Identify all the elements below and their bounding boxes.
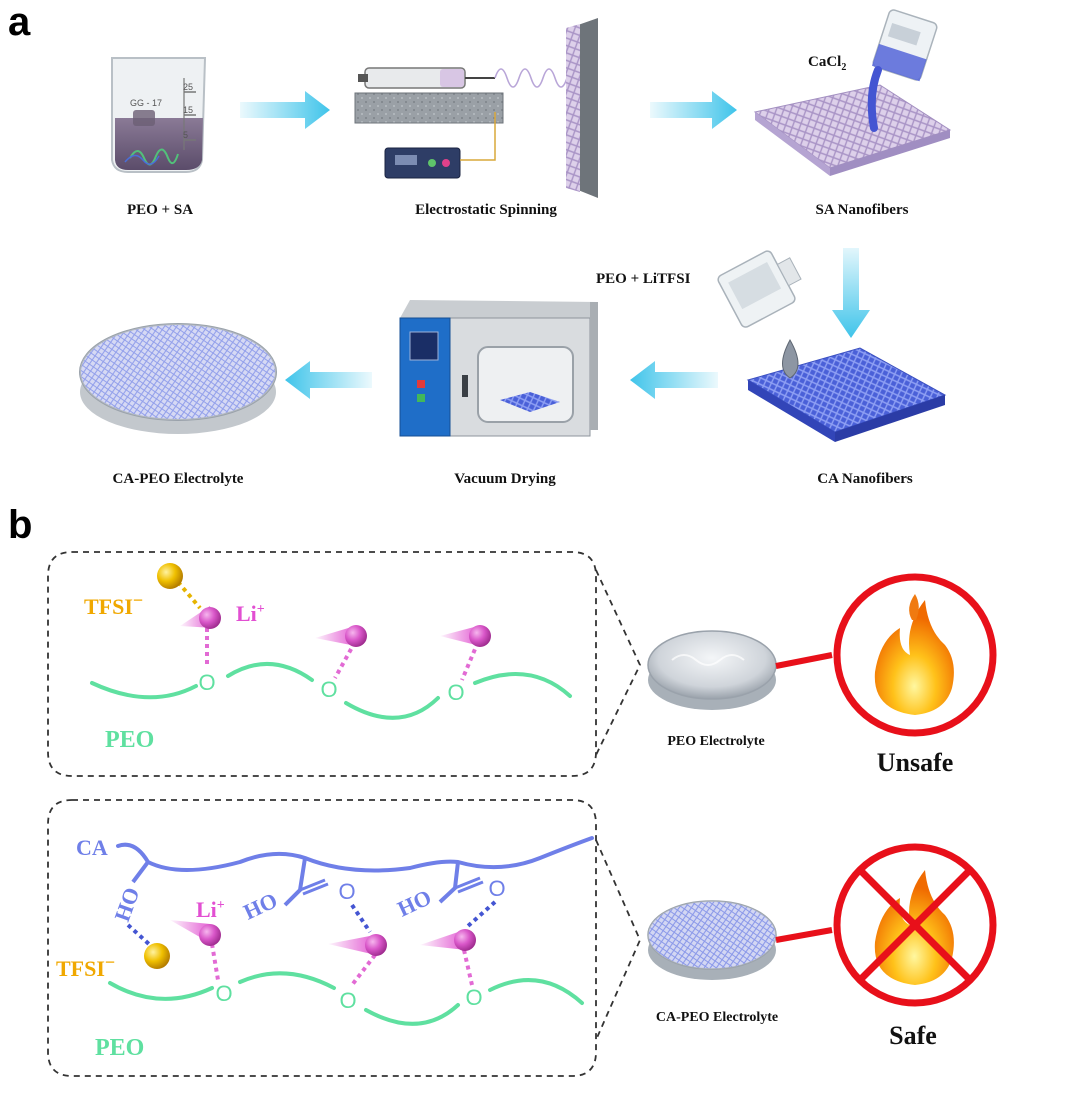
oxygen-atom: O [465, 985, 482, 1010]
label-peo-electrolyte: PEO Electrolyte [667, 734, 764, 749]
top-callout-frame [47, 551, 597, 777]
hydroxyl-group: HO [109, 884, 144, 925]
li-ion [365, 934, 387, 956]
oxygen-atom: O [320, 677, 337, 702]
li-motion-trail [328, 935, 376, 955]
peo-litfsi-bottle [717, 250, 802, 328]
ca-peo-electrolyte-disc [79, 323, 277, 434]
li-motion-trail [315, 626, 356, 646]
peo-chain-segment [226, 662, 314, 682]
label-li-top: Li+ [236, 601, 265, 626]
peo-chain-segment [488, 978, 584, 1005]
hydrogen-bond [126, 923, 152, 947]
label-peo-bottom: PEO [95, 1035, 144, 1061]
hydroxyl-group: HO [240, 887, 282, 924]
label-electrostatic-spinning: Electrostatic Spinning [415, 202, 557, 218]
arrow-left-1 [630, 361, 718, 399]
li-ion [469, 625, 491, 647]
bottom-callout-pointer [595, 839, 641, 1041]
tfsi-li-interaction [176, 580, 202, 610]
label-tfsi-top: TFSI− [84, 590, 143, 619]
li-ion [199, 924, 221, 946]
peo-chain-segment [364, 1003, 460, 1026]
label-ca-peo-electrolyte: CA-PEO Electrolyte [113, 471, 244, 487]
li-ion [454, 929, 476, 951]
label-sa-nanofibers: SA Nanofibers [816, 202, 909, 218]
connector-top [775, 652, 833, 669]
peo-chain-segment [90, 681, 198, 700]
li-motion-trail [420, 930, 466, 950]
cacl2-beaker [867, 9, 938, 132]
ca-peo-electrolyte-disc-small [647, 900, 777, 980]
peo-chain-segment [473, 672, 572, 698]
oxygen-atom: O [339, 988, 356, 1013]
label-cacl2: CaCl2 [808, 54, 846, 73]
label-vacuum-drying: Vacuum Drying [454, 471, 556, 487]
oxygen-atom: O [447, 680, 464, 705]
arrow-left-2 [285, 361, 372, 399]
panel-b-letter: b [8, 503, 32, 547]
label-ca-peo-electrolyte-small: CA-PEO Electrolyte [656, 1010, 778, 1025]
electrospinning-apparatus [354, 18, 598, 198]
li-o-coordination [333, 641, 357, 679]
oxygen-atom: O [215, 981, 232, 1006]
li-o-coordination [460, 641, 480, 681]
no-fire-icon [833, 843, 997, 1007]
tfsi-anion [157, 563, 183, 589]
arrow-right-2 [650, 91, 737, 129]
li-ion [345, 625, 367, 647]
beaker-mark-25: 25 [183, 82, 193, 92]
arrow-down [832, 248, 870, 338]
beaker-mark-5: 5 [183, 130, 188, 140]
hydrogen-bond [350, 903, 372, 934]
label-safe: Safe [889, 1021, 937, 1050]
li-ion [199, 607, 221, 629]
li-motion-trail [440, 626, 480, 646]
li-o-coordination [462, 949, 474, 986]
label-peo-litfsi: PEO + LiTFSI [596, 271, 691, 287]
panel-a-letter: a [8, 0, 31, 44]
li-o-coordination [210, 943, 220, 981]
label-tfsi-bottom: TFSI− [56, 952, 115, 981]
ca-nanofiber-mat [746, 338, 947, 442]
ca-carbonyl [299, 878, 329, 896]
tfsi-anion [144, 943, 170, 969]
label-li-bottom: Li+ [196, 897, 225, 922]
ca-carbonyl [454, 876, 484, 894]
vacuum-oven [399, 300, 598, 437]
beaker-mark-15: 15 [183, 105, 193, 115]
label-peo-top: PEO [105, 727, 154, 753]
label-ca-nanofibers: CA Nanofibers [817, 471, 913, 487]
beaker-brand: GG - 17 [130, 98, 162, 108]
label-ca: CA [76, 835, 108, 860]
peo-chain-segment [238, 971, 336, 990]
li-o-coordination [350, 953, 377, 987]
hydroxyl-group: HO [394, 884, 436, 921]
peo-chain-segment [344, 696, 440, 720]
label-peo-sa: PEO + SA [127, 202, 193, 218]
sa-nanofiber-mat [753, 84, 952, 176]
peo-electrolyte-disc [647, 630, 777, 710]
ca-branch [438, 861, 460, 904]
ca-backbone [116, 836, 594, 873]
ca-branch [283, 857, 307, 907]
ca-branch [131, 860, 150, 884]
peo-chain-segment [108, 981, 214, 1001]
bottom-callout-frame [47, 799, 597, 1077]
beaker-illustration: GG - 17 25 15 5 [111, 57, 207, 173]
label-unsafe: Unsafe [877, 748, 954, 777]
connector-bottom [775, 927, 833, 943]
fire-icon [833, 573, 997, 737]
top-callout-pointer [595, 569, 641, 756]
oxygen-atom: O [198, 670, 215, 695]
hydrogen-bond [466, 900, 497, 928]
arrow-right-1 [240, 91, 330, 129]
carbonyl-oxygen: O [338, 879, 355, 904]
carbonyl-oxygen: O [488, 876, 505, 901]
